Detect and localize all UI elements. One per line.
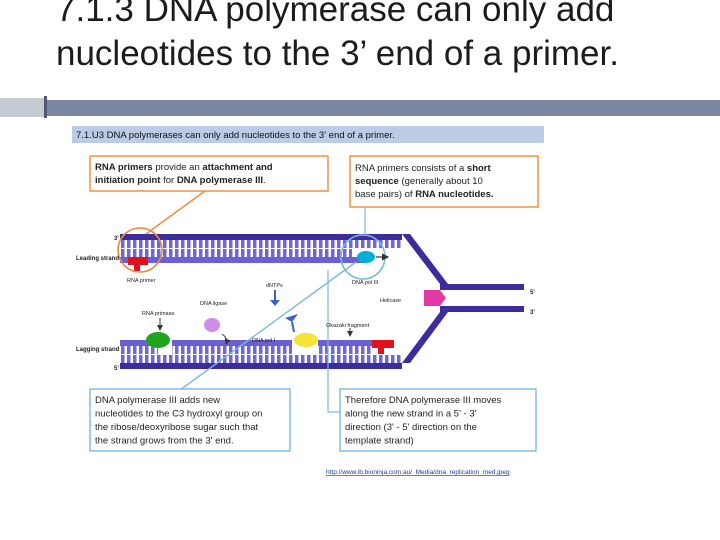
title-band-left [0, 98, 46, 117]
label-end-3-top: 3' [114, 236, 119, 242]
leading-strand-new [120, 249, 366, 263]
dna-pol-iii [340, 234, 390, 280]
callout-text-run: DNA polymerase III [177, 175, 263, 186]
callout-text-run: nucleotides to the C3 hydroxyl group on [95, 409, 262, 420]
leading-strand-template [120, 234, 524, 290]
label-rna-primer: RNA primer [127, 278, 156, 284]
lagging-strand-template [120, 306, 524, 369]
label-dna-pol-i: DNA pol I [252, 338, 276, 344]
source-link[interactable]: http://www.ib.bioninja.com.au/_Media/dna… [326, 469, 510, 476]
label-end-5-bottom: 5' [114, 366, 119, 372]
callout-text-run: attachment and [202, 162, 272, 173]
callout-text-run: RNA primers [95, 162, 153, 173]
callout-text-run: along the new strand in a 5' - 3' [345, 409, 477, 420]
callout-text-run: template strand) [345, 436, 414, 447]
rna-primer-lagging [372, 340, 394, 354]
diagram-header-bar [72, 126, 544, 143]
dna-pol-i-shape [294, 333, 318, 347]
label-end-5-right: 5' [530, 290, 535, 296]
slide-title: 7.1.3 DNA polymerase can only add nucleo… [56, 0, 619, 73]
callout-rna-primers: RNA primers provide an attachment and ini… [89, 155, 329, 192]
callout-text-run: initiation point [95, 175, 161, 186]
callout-text-run: the strand grows from the 3' end. [95, 436, 234, 447]
callout-text-run: for [160, 175, 176, 186]
dna-ligase-shape [204, 318, 220, 332]
callout-text-run: DNA polymerase III adds new [95, 395, 220, 406]
pointer-primers [145, 190, 206, 235]
title-band-divider [44, 96, 47, 118]
rna-primer-leading [128, 257, 148, 271]
pointer-direction [327, 270, 340, 413]
label-rna-primase: RNA primase [142, 311, 174, 317]
dntps-symbols [270, 290, 298, 333]
callout-pol-iii-moves-text: Therefore DNA polymerase III moves along … [345, 395, 502, 447]
helicase-shape [424, 290, 446, 306]
callout-text-run: provide an [153, 162, 203, 173]
label-lagging-strand: Lagging strand [76, 347, 120, 353]
callout-pol-iii-adds: DNA polymerase III adds new nucleotides t… [89, 388, 291, 452]
label-leading-strand: Leading strand [76, 256, 119, 262]
callout-text-run: . [263, 175, 266, 186]
pointer-pol-iii [179, 261, 357, 391]
callout-rna-primers-text: RNA primers provide an attachment and ini… [95, 162, 273, 186]
callout-pol-iii-adds-text: DNA polymerase III adds new nucleotides t… [95, 395, 262, 447]
label-dna-ligase: DNA ligase [200, 301, 227, 307]
callout-pol-iii-moves: Therefore DNA polymerase III moves along … [339, 388, 537, 452]
callout-text-run: short [467, 163, 492, 174]
highlight-rna-primer [117, 227, 163, 273]
callout-text-run: RNA primers consists of a [355, 163, 467, 174]
rna-primase-shape [146, 332, 170, 348]
callout-text-run: Therefore DNA polymerase III moves [345, 395, 502, 406]
diagram-header: 7.1.U3 DNA polymerases can only add nucl… [76, 130, 395, 141]
label-helicase: Helicase [380, 298, 401, 304]
lagging-strand-fragments [120, 340, 372, 354]
label-okazaki-fragment: Okazaki fragment [326, 323, 370, 329]
callout-text-run: base pairs) of [355, 189, 415, 200]
label-end-3-right: 3' [530, 310, 535, 316]
label-dntps: dNTPs [266, 283, 283, 289]
ligase-arrow [221, 333, 231, 345]
callout-text-run: RNA nucleotides. [415, 189, 493, 200]
callout-text-run: direction (3' - 5' direction on the [345, 422, 477, 433]
callout-text-run: sequence [355, 176, 399, 187]
label-dna-pol-iii: DNA pol III [352, 280, 379, 286]
callout-text-run: the ribose/deoxyribose sugar such that [95, 422, 259, 433]
callout-text-run: (generally about 10 [399, 176, 483, 187]
title-band [46, 100, 720, 116]
